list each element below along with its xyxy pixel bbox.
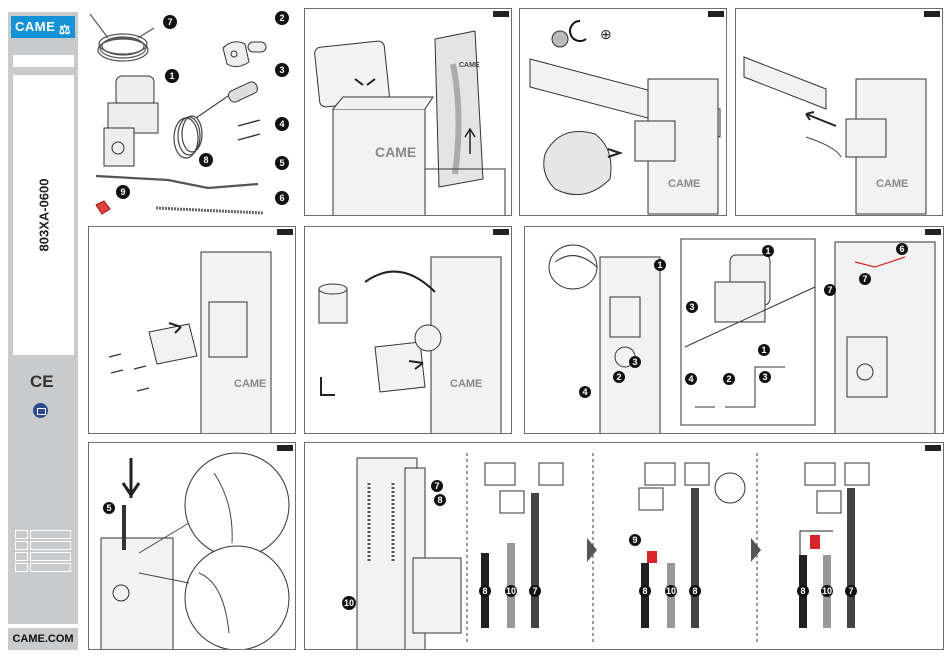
step-3-illustration: CAME: [736, 9, 943, 216]
svg-text:7: 7: [848, 586, 853, 596]
step-2-illustration: ⊕ CAME: [520, 9, 727, 216]
svg-text:1: 1: [765, 246, 770, 256]
svg-text:5: 5: [106, 503, 111, 513]
svg-text:3: 3: [762, 372, 767, 382]
step-panel-5: CAME: [304, 226, 512, 434]
logo-mark-icon: ⚖: [59, 19, 71, 41]
svg-text:CAME: CAME: [234, 378, 266, 390]
svg-text:7: 7: [862, 274, 867, 284]
svg-text:8: 8: [692, 586, 697, 596]
step-panel-4: CAME: [88, 226, 296, 434]
language-grid: [15, 530, 73, 574]
step-4-illustration: CAME: [89, 227, 296, 434]
step-1-illustration: CAME CAME: [305, 9, 512, 216]
svg-text:3: 3: [632, 357, 637, 367]
svg-text:7: 7: [827, 285, 832, 295]
sidebar-label-box: [13, 55, 74, 67]
step-7-illustration: 5: [89, 443, 296, 650]
svg-text:8: 8: [800, 586, 805, 596]
svg-text:⊕: ⊕: [600, 26, 612, 42]
svg-text:1: 1: [169, 71, 174, 81]
svg-text:10: 10: [666, 586, 676, 596]
step-5-illustration: CAME: [305, 227, 512, 434]
svg-text:6: 6: [899, 244, 904, 254]
svg-text:9: 9: [632, 535, 637, 545]
svg-text:8: 8: [437, 495, 442, 505]
step-panel-3: CAME: [735, 8, 943, 216]
svg-text:6: 6: [279, 193, 284, 203]
svg-text:2: 2: [279, 13, 284, 23]
svg-text:3: 3: [689, 302, 694, 312]
document-code-box: 803XA-0600: [13, 75, 74, 355]
svg-text:7: 7: [167, 17, 172, 27]
svg-text:4: 4: [582, 387, 587, 397]
svg-text:2: 2: [726, 374, 731, 384]
came-logo: CAME ⚖: [11, 16, 75, 38]
sidebar: CAME ⚖ 803XA-0600 CE CAME.COM: [0, 0, 82, 667]
svg-text:3: 3: [279, 65, 284, 75]
svg-text:4: 4: [279, 119, 284, 129]
svg-text:CAME: CAME: [668, 178, 700, 190]
step-panel-6: 1 3 2 4 1 3 1 4 2 3 6 7 7: [524, 226, 944, 434]
step-panel-1: CAME CAME: [304, 8, 512, 216]
svg-text:CAME: CAME: [876, 178, 908, 190]
ce-mark: CE: [30, 372, 54, 392]
svg-text:8: 8: [482, 586, 487, 596]
column-brand-label: CAME: [375, 144, 416, 160]
callouts: 5: [103, 502, 115, 514]
svg-text:8: 8: [203, 155, 208, 165]
svg-text:4: 4: [688, 374, 693, 384]
svg-text:10: 10: [506, 586, 516, 596]
parts-panel: 7 2 1 3 4 8 5 9 6: [88, 8, 296, 218]
svg-text:2: 2: [616, 372, 621, 382]
step-panel-2: ⊕ CAME: [519, 8, 727, 216]
svg-text:CAME: CAME: [450, 378, 482, 390]
svg-text:5: 5: [279, 158, 284, 168]
svg-text:10: 10: [344, 598, 354, 608]
document-code: 803XA-0600: [36, 179, 51, 252]
parts-illustration: 7 2 1 3 4 8 5 9 6: [88, 8, 296, 218]
svg-text:9: 9: [120, 187, 125, 197]
svg-text:7: 7: [434, 481, 439, 491]
logo-text: CAME: [15, 19, 55, 34]
svg-text:10: 10: [822, 586, 832, 596]
svg-text:1: 1: [761, 345, 766, 355]
svg-text:CAME: CAME: [459, 62, 480, 69]
website-label: CAME.COM: [8, 628, 78, 650]
step-panel-8-wiring: 7 8 10 8 10 7 9 8 10 8 8 10 7: [304, 442, 944, 650]
step-6-illustration: 1 3 2 4 1 3 1 4 2 3 6 7 7: [525, 227, 944, 434]
svg-text:1: 1: [657, 260, 662, 270]
svg-text:7: 7: [532, 586, 537, 596]
step-panel-7: 5: [88, 442, 296, 650]
wiring-illustration: 7 8 10 8 10 7 9 8 10 8 8 10 7: [305, 443, 944, 650]
certification-icon: [33, 403, 48, 418]
svg-text:8: 8: [642, 586, 647, 596]
